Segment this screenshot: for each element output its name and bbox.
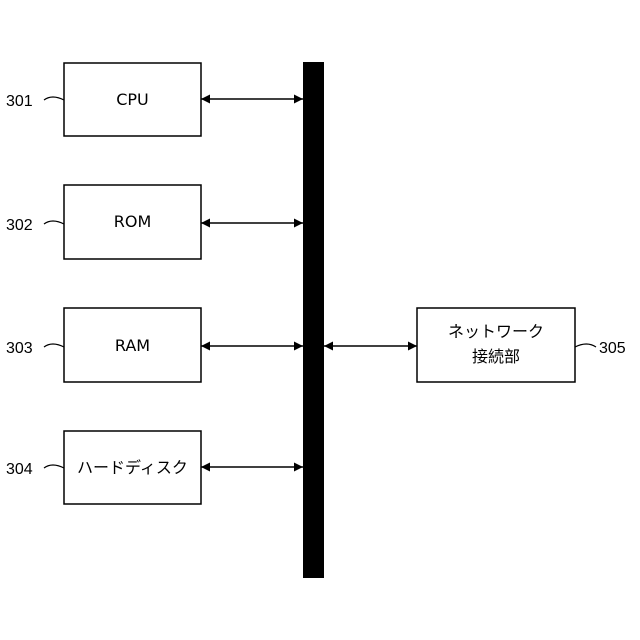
cpu-block: CPU bbox=[64, 63, 201, 136]
hdd-block: ハードディスク bbox=[64, 431, 201, 504]
ram-block: RAM bbox=[64, 308, 201, 382]
network-block: ネットワーク 接続部 bbox=[417, 308, 575, 382]
network-label-line2: 接続部 bbox=[472, 347, 520, 366]
ref-304-leader bbox=[44, 465, 64, 468]
ref-303: 303 bbox=[6, 340, 33, 357]
rom-block: ROM bbox=[64, 185, 201, 259]
rom-label: ROM bbox=[114, 212, 152, 231]
hdd-label: ハードディスク bbox=[77, 458, 188, 477]
cpu-label: CPU bbox=[116, 90, 149, 109]
ref-305: 305 bbox=[599, 340, 626, 357]
ref-302-leader bbox=[44, 221, 64, 224]
network-label-line1: ネットワーク bbox=[448, 322, 544, 341]
ref-301-leader bbox=[44, 97, 64, 100]
ref-302: 302 bbox=[6, 217, 33, 234]
system-bus bbox=[303, 62, 324, 578]
ref-301: 301 bbox=[6, 93, 33, 110]
network-box bbox=[417, 308, 575, 382]
ref-304: 304 bbox=[6, 461, 33, 478]
ram-label: RAM bbox=[115, 336, 150, 355]
ref-305-leader bbox=[575, 344, 596, 347]
ref-303-leader bbox=[44, 344, 64, 347]
